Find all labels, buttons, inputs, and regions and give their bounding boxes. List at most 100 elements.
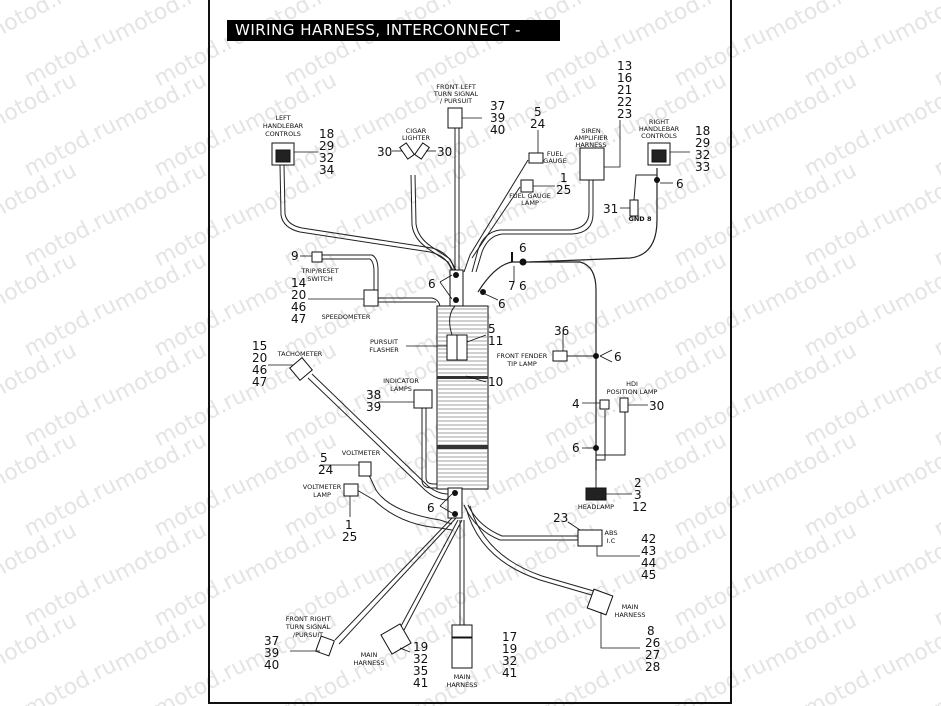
ref-number: 33: [695, 160, 710, 174]
right-handlebar-connector-inner: [651, 149, 667, 163]
wire-cigar-lighter: [410, 174, 455, 273]
clip-fender: [593, 353, 599, 359]
wire-front-right-b: [338, 517, 457, 645]
callout-item7: 7: [508, 279, 516, 293]
cigar-lighter-connector-left: [399, 142, 415, 160]
main-harness-bottom-connector: [451, 637, 473, 669]
wire-indicator: [421, 408, 440, 489]
main-harness-right-connector: [586, 588, 614, 616]
trip-reset-connector: [311, 251, 323, 263]
ref-number: 32: [413, 652, 428, 666]
callout-clip: 6: [676, 177, 684, 191]
label-line: VOLTMETER: [342, 449, 381, 457]
ref-number: 14: [291, 276, 306, 290]
label-line: SIREN: [581, 127, 601, 135]
label-line: RIGHT: [649, 118, 669, 126]
wire-headlamp-trunk: [530, 261, 597, 470]
cigar-lighter-connector-right: [414, 142, 430, 160]
ref-number: 5: [534, 105, 542, 119]
ref-number: 24: [530, 117, 545, 131]
ref-number: 26: [645, 636, 660, 650]
main-harness-left-connector: [380, 623, 412, 655]
ref-number: 8: [647, 624, 655, 638]
wire-main-left-b: [403, 519, 463, 631]
clip-bottom-b: [452, 511, 458, 517]
callout-clip: 6: [519, 279, 527, 293]
label-line: MAIN: [622, 603, 639, 611]
wire-speedometer: [378, 297, 441, 309]
label-line: HARNESS: [575, 141, 606, 149]
wire-trip-reset-b: [322, 258, 375, 296]
wire-siren: [471, 180, 590, 273]
label-line: /PURSUIT: [293, 631, 323, 639]
ref-number: 27: [645, 648, 660, 662]
label-line: SWITCH: [307, 275, 333, 283]
callout-item10: 10: [488, 375, 503, 389]
fuel-gauge-connector: [528, 152, 544, 164]
label-line: HANDLEBAR: [263, 122, 304, 130]
clip-right-handlebar: [654, 177, 660, 183]
hdi-lamp-connector: [619, 397, 629, 413]
ref-number: 18: [319, 127, 334, 141]
callout-clip: 6: [614, 350, 622, 364]
ref-number: 23: [617, 107, 632, 121]
leader: [466, 334, 487, 343]
wire-left-handlebar: [279, 164, 453, 273]
ref-number: 28: [645, 660, 660, 674]
clip-top-a: [453, 272, 459, 278]
connectors: [271, 107, 671, 669]
callout-clip: 6: [428, 277, 436, 291]
ref-number: 19: [413, 640, 428, 654]
label-line: TRIP/RESET: [300, 267, 338, 275]
ref-number: 46: [291, 300, 306, 314]
ref-number: 5: [320, 451, 328, 465]
clip-top-b: [453, 297, 459, 303]
leader-lines: [268, 117, 690, 653]
ref-number: 45: [641, 568, 656, 582]
wire-voltmeter: [367, 472, 453, 525]
label-line: SPEEDOMETER: [322, 313, 371, 321]
wire-flasher: [449, 305, 456, 336]
ref-number: 20: [252, 351, 267, 365]
leader: [439, 493, 453, 514]
ref-number: 29: [319, 139, 334, 153]
ref-number: 30: [649, 399, 664, 413]
label-line: GND 8: [629, 215, 652, 223]
ref-number: 39: [490, 111, 505, 125]
leader: [596, 546, 640, 557]
label-line: HEADLAMP: [578, 503, 614, 511]
wire-tachometer: [307, 377, 449, 501]
fender-tip-lamp-connector: [552, 350, 568, 362]
label-line: TURN SIGNAL: [433, 90, 479, 98]
callout-clip: 6: [519, 241, 527, 255]
ref-number: 21: [617, 83, 632, 97]
leader: [484, 293, 499, 301]
label-line: FRONT RIGHT: [286, 615, 331, 623]
ref-number: 34: [319, 163, 334, 177]
wire-indicator-b: [425, 408, 440, 485]
label-line: GAUGE: [543, 157, 566, 165]
label-line: VOLTMETER: [303, 483, 342, 491]
ref-number: 12: [632, 500, 647, 514]
ref-number: 46: [252, 363, 267, 377]
ref-number: 22: [617, 95, 632, 109]
ref-number: 25: [342, 530, 357, 544]
ref-number: 30: [437, 145, 452, 159]
label-line: LAMP: [521, 199, 539, 207]
ref-number: 3: [634, 488, 642, 502]
ref-number: 39: [366, 400, 381, 414]
fuel-gauge-lamp-connector: [520, 179, 534, 193]
diagram-title: WIRING HARNESS, INTERCONNECT - FLHTP: [227, 20, 560, 60]
ref-number: 41: [502, 666, 517, 680]
ref-number: 39: [264, 646, 279, 660]
abs-connector: [577, 529, 603, 547]
label-line: FLASHER: [369, 346, 399, 354]
ground-connector: [629, 199, 639, 217]
wires: [279, 128, 658, 645]
label-line: TACHOMETER: [277, 350, 323, 358]
label-line: FUEL: [547, 150, 564, 158]
leader: [465, 375, 487, 383]
wire-cigar-lighter-b: [414, 174, 458, 273]
callout-clip: 6: [572, 441, 580, 455]
ref-number: 11: [488, 334, 503, 348]
